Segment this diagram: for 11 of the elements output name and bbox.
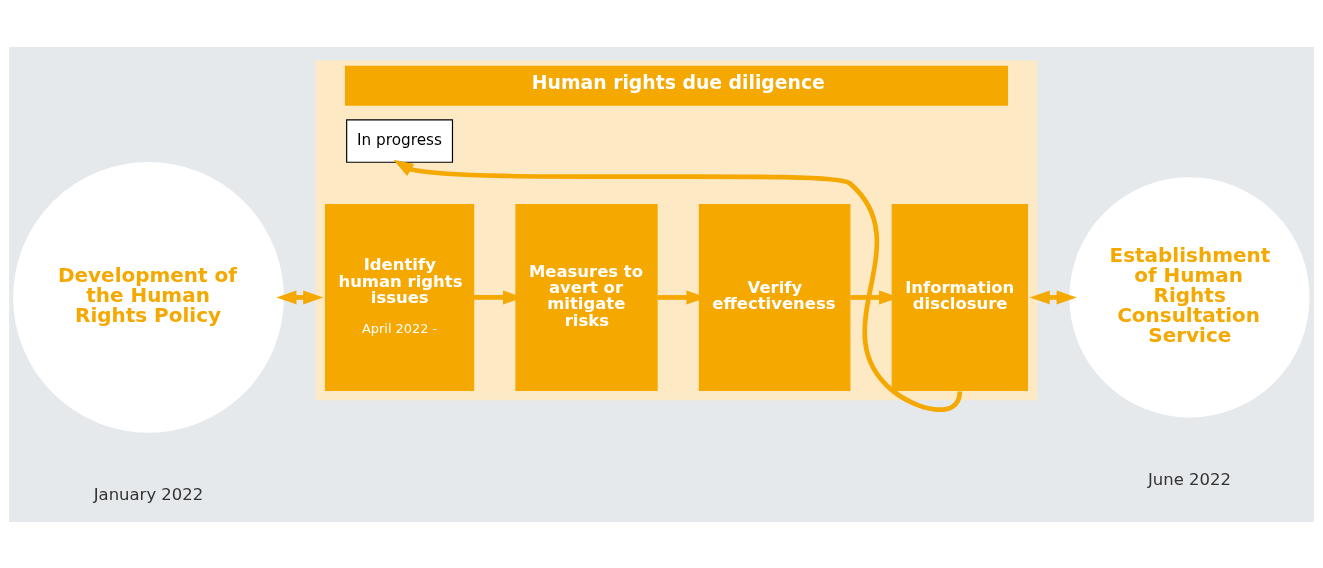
node-circle: Development of the Human Rights Policy <box>13 161 284 433</box>
node-box: In progress <box>346 118 454 163</box>
node-box: Measures to avert or mitigate risks <box>515 203 658 391</box>
arrow <box>276 289 324 304</box>
node-box: Identify human rights issues April 2022 - <box>324 203 475 391</box>
node-box: Information disclosure <box>891 203 1028 391</box>
node-label: June 2022 <box>1148 469 1231 489</box>
arrow <box>1029 289 1077 304</box>
node-circle: Establishment of Human Rights Consultation Service <box>1069 176 1310 418</box>
node-box: Verify effectiveness <box>698 203 851 391</box>
node-label: January 2022 <box>93 484 204 504</box>
